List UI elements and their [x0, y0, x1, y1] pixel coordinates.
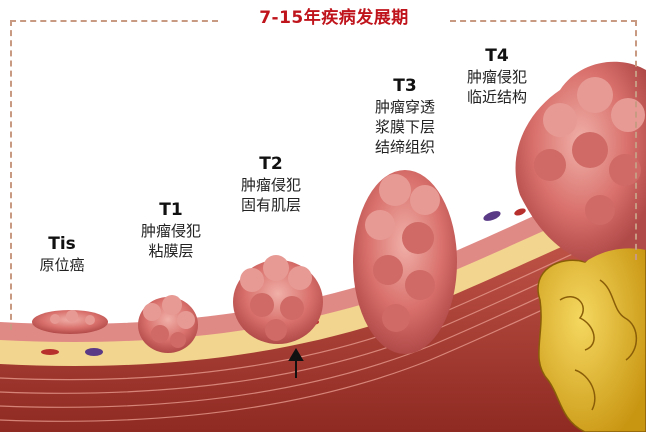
- stage-label-t1: T1 肿瘤侵犯 粘膜层: [126, 200, 216, 261]
- frame-border-left: [10, 20, 12, 330]
- stage-label-t2: T2 肿瘤侵犯 固有肌层: [226, 154, 316, 215]
- stage-description: 肿瘤侵犯 临近结构: [452, 67, 542, 107]
- stage-description: 肿瘤侵犯 粘膜层: [126, 221, 216, 261]
- tumor-t3: [353, 170, 457, 354]
- tumor-t1: [138, 295, 198, 353]
- stage-label-t3: T3 肿瘤穿透 浆膜下层 结缔组织: [360, 76, 450, 157]
- stage-code: T3: [360, 76, 450, 97]
- stage-label-tis: Tis 原位癌: [22, 234, 102, 275]
- stage-code: Tis: [22, 234, 102, 255]
- frame-border-top-right: [450, 20, 637, 22]
- frame-border-right: [635, 20, 637, 260]
- diagram-title: 7-15年疾病发展期: [218, 4, 450, 32]
- frame-border-top-left: [10, 20, 218, 22]
- stage-description: 肿瘤侵犯 固有肌层: [226, 175, 316, 215]
- stage-description: 肿瘤穿透 浆膜下层 结缔组织: [360, 97, 450, 157]
- stage-code: T2: [226, 154, 316, 175]
- stage-label-t4: T4 肿瘤侵犯 临近结构: [452, 46, 542, 107]
- stage-description: 原位癌: [22, 255, 102, 275]
- tumor-tis: [32, 310, 108, 334]
- stage-code: T4: [452, 46, 542, 67]
- stage-code: T1: [126, 200, 216, 221]
- tumor-t2: [233, 255, 323, 344]
